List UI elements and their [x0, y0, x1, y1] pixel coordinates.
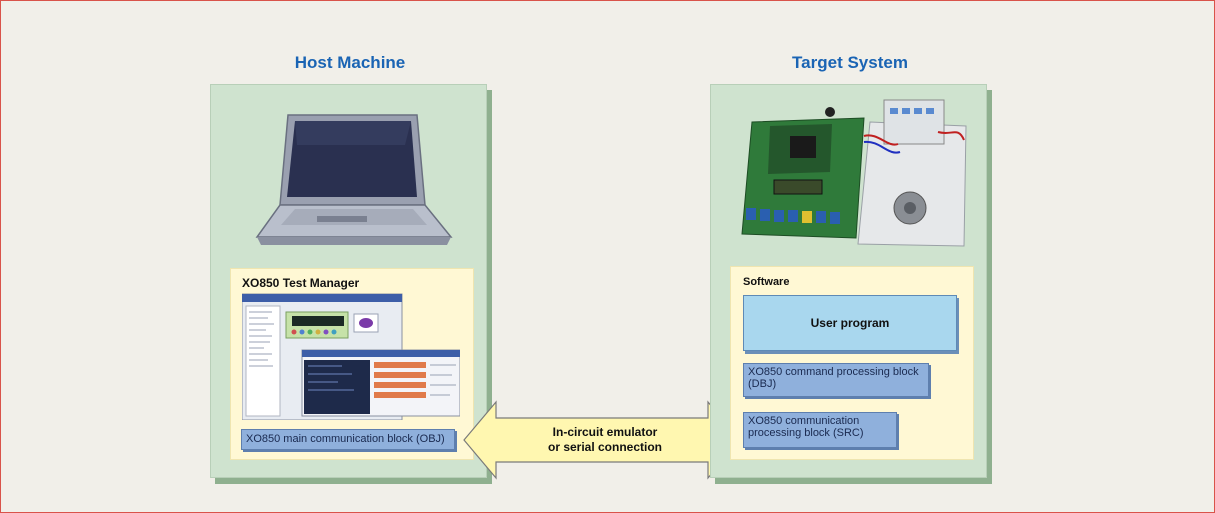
host-machine-title: Host Machine: [294, 53, 406, 72]
target-system-title: Target System: [792, 53, 908, 72]
communication-processing-block: XO850 communication processing block (SR…: [743, 412, 897, 448]
connection-line-1: In-circuit emulator: [552, 425, 658, 439]
connection-line-2: or serial connection: [547, 440, 663, 454]
software-label: Software: [743, 276, 790, 288]
test-manager-label: XO850 Test Manager: [242, 276, 360, 290]
command-processing-block: XO850 command processing block (DBJ): [743, 363, 929, 397]
target-board-illustration: [741, 99, 967, 247]
connection-label: In-circuit emulator or serial connection: [510, 425, 700, 455]
user-program-block: User program: [743, 295, 957, 351]
laptop-illustration: [255, 114, 453, 245]
main-communication-block: XO850 main communication block (OBJ): [241, 429, 455, 450]
test-manager-screenshot: [242, 293, 460, 420]
